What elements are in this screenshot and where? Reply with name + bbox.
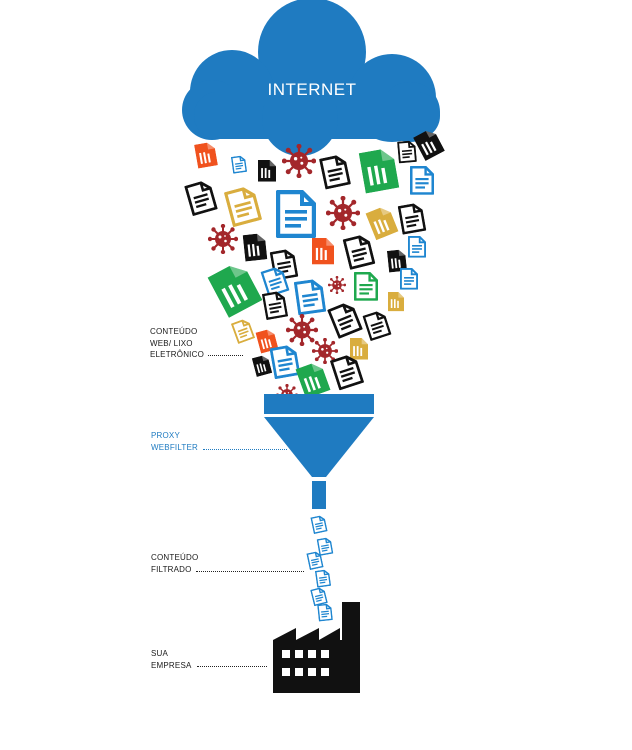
document-icon (251, 354, 273, 377)
spam-content-cluster (184, 127, 445, 406)
document-icon (261, 290, 289, 321)
label-company: SUA EMPRESA (151, 648, 192, 671)
document-icon (354, 272, 378, 301)
document-icon (410, 166, 434, 195)
document-icon (358, 147, 400, 194)
factory-icon (273, 602, 360, 693)
document-icon (397, 140, 417, 164)
document-icon (310, 514, 328, 535)
document-icon (231, 317, 255, 344)
document-icon (362, 309, 392, 341)
document-icon (310, 586, 328, 607)
document-icon (342, 233, 376, 270)
label-proxy-line-2: WEBFILTER (151, 442, 198, 452)
document-icon (408, 236, 426, 258)
label-filtered-line-2: FILTRADO (151, 564, 192, 574)
document-icon (397, 202, 427, 235)
funnel-icon (264, 394, 374, 509)
document-icon (242, 232, 268, 262)
document-icon (314, 569, 332, 588)
leader-proxy (203, 449, 287, 450)
leader-filtered (196, 571, 304, 572)
document-icon (278, 192, 314, 236)
virus-icon (208, 224, 238, 254)
document-icon (230, 155, 248, 174)
label-proxy: PROXY WEBFILTER (151, 430, 198, 453)
cloud-title: INTERNET (267, 80, 357, 99)
document-icon (316, 536, 334, 556)
document-icon (388, 292, 404, 312)
virus-icon (326, 196, 360, 230)
label-filtered-line-1: CONTEÚDO (151, 553, 199, 562)
document-icon (317, 603, 333, 622)
virus-icon (328, 276, 346, 294)
virus-icon (286, 314, 318, 346)
label-company-line-2: EMPRESA (151, 660, 192, 670)
label-web-content-line-3: ELETRÔNICO (150, 350, 205, 359)
leader-web-content (208, 355, 243, 356)
document-icon (400, 268, 418, 290)
document-icon (224, 184, 262, 228)
document-icon (184, 179, 218, 217)
document-icon (312, 238, 334, 265)
label-proxy-line-1: PROXY (151, 431, 181, 440)
label-web-content-line-2: WEB/ LIXO (150, 338, 193, 348)
filtered-documents (306, 514, 334, 622)
virus-icon (282, 144, 316, 178)
label-filtered: CONTEÚDO FILTRADO (151, 552, 198, 575)
document-icon (269, 344, 301, 380)
document-icon (207, 259, 263, 318)
document-icon (319, 153, 351, 190)
document-icon (365, 204, 399, 241)
document-icon (258, 160, 276, 182)
label-company-line-1: SUA (151, 649, 169, 658)
document-icon (293, 278, 327, 316)
document-icon (350, 338, 368, 360)
document-icon (194, 141, 218, 169)
label-web-content: CONTEÚDO WEB/ LIXO ELETRÔNICO (150, 326, 204, 361)
document-icon (295, 360, 331, 399)
leader-company (197, 666, 267, 667)
cloud-icon (182, 0, 440, 156)
document-icon (327, 300, 363, 339)
label-web-content-line-1: CONTEÚDO (150, 327, 198, 336)
